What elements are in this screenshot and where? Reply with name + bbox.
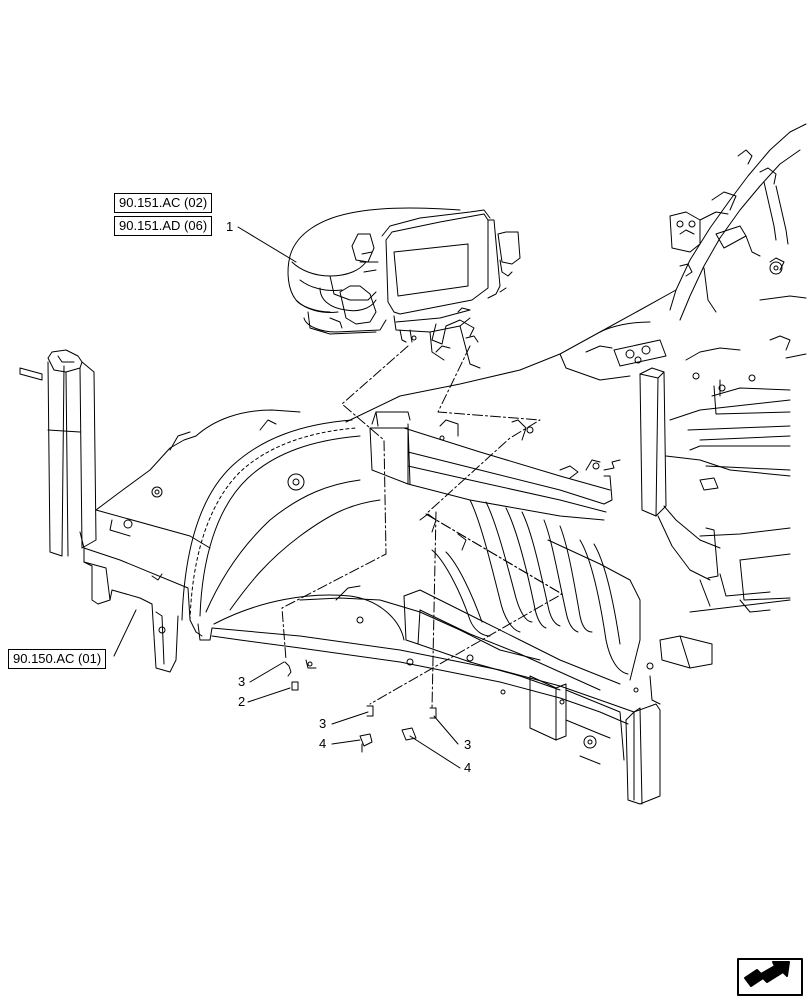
cross-beam — [369, 411, 613, 521]
phantom-lines — [281, 345, 563, 709]
callout-washer-right: 3 — [464, 737, 472, 752]
screw-4-right — [401, 727, 417, 741]
left-post — [19, 349, 97, 557]
washer-3-center — [366, 705, 374, 717]
callout-washer-center: 3 — [319, 716, 327, 731]
wheel-arch — [169, 409, 405, 641]
hardware — [284, 661, 437, 753]
washer-3-left — [284, 661, 292, 677]
callout-bolt: 2 — [238, 694, 246, 709]
leader-lines — [113, 226, 461, 769]
frame-reference-box[interactable]: 90.150.AC (01) — [8, 649, 107, 669]
rear-platform — [345, 289, 791, 669]
right-lower-post — [625, 662, 661, 805]
next-page-arrow-icon[interactable] — [737, 958, 803, 996]
bolt-2 — [291, 681, 299, 691]
seat-assembly[interactable] — [287, 207, 521, 369]
left-frame — [79, 435, 213, 673]
callout-screw-center: 4 — [319, 736, 327, 751]
right-cab-post — [669, 123, 807, 392]
screw-4-center — [359, 733, 373, 747]
callout-seat: 1 — [226, 219, 234, 234]
washer-3-right — [429, 707, 437, 719]
callout-washer-left: 3 — [238, 674, 246, 689]
callout-screw-right: 4 — [464, 760, 472, 775]
seat-reference-box-2[interactable]: 90.151.AD (06) — [114, 216, 213, 236]
floor-panel — [211, 499, 641, 801]
seat-reference-box-1[interactable]: 90.151.AC (02) — [114, 193, 213, 213]
